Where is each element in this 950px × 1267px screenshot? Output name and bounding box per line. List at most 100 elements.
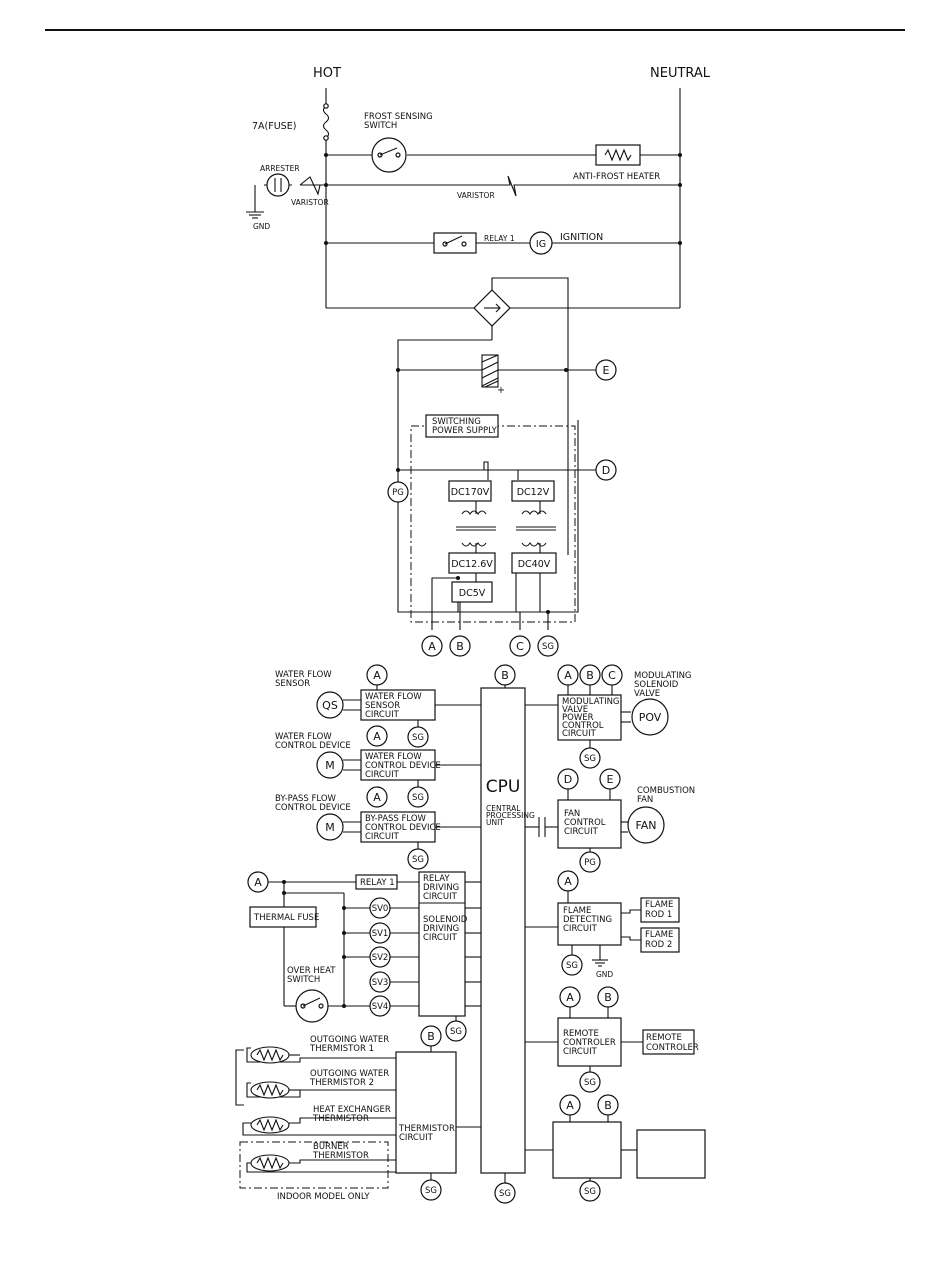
terminal-a xyxy=(421,635,443,657)
svg-text:FLAME: FLAME xyxy=(645,900,673,910)
relay-solenoid-wiring xyxy=(268,881,481,1021)
svg-text:VALVE: VALVE xyxy=(634,689,660,699)
svg-text:A: A xyxy=(566,991,574,1004)
frost-sensing-switch xyxy=(371,137,407,173)
flame-rod-2 xyxy=(640,927,680,953)
svg-text:SG: SG xyxy=(584,1078,596,1088)
water-flow-control-circuit xyxy=(360,749,436,781)
svg-text:CIRCUIT: CIRCUIT xyxy=(365,770,400,780)
svg-text:E: E xyxy=(603,364,610,377)
svg-text:SG: SG xyxy=(450,1027,462,1037)
terminal-sg xyxy=(561,954,583,976)
fuse-terminal xyxy=(323,135,329,141)
arrester xyxy=(266,173,290,197)
svg-text:WATER FLOW: WATER FLOW xyxy=(365,752,422,762)
terminal-pg xyxy=(579,851,601,873)
svg-text:A: A xyxy=(566,1099,574,1112)
svg-text:REMOTE: REMOTE xyxy=(563,1029,599,1039)
water-flow-motor xyxy=(316,751,344,779)
svg-text:BURNER: BURNER xyxy=(313,1142,349,1152)
svg-text:VALVE: VALVE xyxy=(562,705,588,715)
svg-text:C: C xyxy=(608,669,616,682)
water-flow-sensor-qs xyxy=(316,691,344,719)
bypass-flow-control-circuit xyxy=(360,811,436,843)
svg-text:DC40V: DC40V xyxy=(518,559,551,570)
thermistor-circuit xyxy=(395,1051,457,1174)
svg-text:RELAY: RELAY xyxy=(423,874,450,884)
indoor-model-only-boundary xyxy=(239,1141,389,1189)
svg-text:SOLENOID: SOLENOID xyxy=(423,915,468,925)
dc-supply-wiring xyxy=(398,461,596,630)
terminal-sg xyxy=(579,747,601,769)
fan-control-circuit xyxy=(557,799,622,849)
svg-text:HEAT EXCHANGER: HEAT EXCHANGER xyxy=(313,1105,391,1115)
svg-text:SG: SG xyxy=(425,1186,437,1196)
svg-text:SV1: SV1 xyxy=(372,929,389,939)
svg-text:DC12.6V: DC12.6V xyxy=(451,559,493,570)
terminal-sg xyxy=(579,1180,601,1202)
svg-text:THERMISTOR 2: THERMISTOR 2 xyxy=(309,1078,374,1088)
outgoing-thermistor-1-icon xyxy=(250,1046,290,1064)
solenoid-valve-sv3 xyxy=(369,971,391,993)
svg-text:POWER: POWER xyxy=(562,713,594,723)
water-flow-sensor-circuit xyxy=(360,689,436,721)
svg-text:B: B xyxy=(501,669,509,682)
terminal-sg xyxy=(420,1179,442,1201)
svg-text:PG: PG xyxy=(584,858,596,868)
svg-text:C: C xyxy=(516,640,524,653)
svg-text:D: D xyxy=(564,773,572,786)
svg-text:SV0: SV0 xyxy=(372,904,389,914)
solenoid-valve-sv4 xyxy=(369,995,391,1017)
svg-text:WATER FLOW: WATER FLOW xyxy=(365,692,422,702)
svg-text:FAN: FAN xyxy=(637,795,653,805)
svg-text:BY-PASS FLOW: BY-PASS FLOW xyxy=(275,794,337,804)
frost-switch-label: FROST SENSING xyxy=(364,112,433,122)
svg-text:E: E xyxy=(607,773,614,786)
rectifier-circuit xyxy=(326,277,680,613)
svg-text:SV3: SV3 xyxy=(372,978,389,988)
relay-1-contact xyxy=(433,232,477,254)
svg-text:WATER FLOW: WATER FLOW xyxy=(275,732,332,742)
terminal-c xyxy=(509,635,531,657)
svg-text:ROD 1: ROD 1 xyxy=(645,910,672,920)
svg-text:CONTROL DEVICE: CONTROL DEVICE xyxy=(365,823,441,833)
dc170v-box xyxy=(448,480,492,502)
ignition-label: IGNITION xyxy=(560,232,603,243)
svg-text:PROCESSING: PROCESSING xyxy=(486,811,535,820)
transformer-coil xyxy=(461,510,487,515)
cpu-label: CPU xyxy=(486,777,521,797)
terminal-sg xyxy=(445,1020,467,1042)
svg-text:D: D xyxy=(602,464,610,477)
svg-text:FLAME: FLAME xyxy=(563,906,591,916)
svg-text:CIRCUIT: CIRCUIT xyxy=(563,1047,598,1057)
svg-text:CONTROL DEVICE: CONTROL DEVICE xyxy=(275,741,351,751)
frost-switch-label: SWITCH xyxy=(364,121,397,131)
igniter-label: IG xyxy=(536,239,546,250)
svg-text:PG: PG xyxy=(392,488,404,498)
transformer-coil xyxy=(521,510,547,515)
arrester-label: ARRESTER xyxy=(260,164,300,173)
solenoid-valve-sv1 xyxy=(369,922,391,944)
svg-text:SG: SG xyxy=(412,855,424,865)
bridge-rectifier xyxy=(473,289,511,327)
terminal-sg xyxy=(407,786,429,808)
terminal-b xyxy=(449,635,471,657)
svg-text:UNIT: UNIT xyxy=(486,818,504,827)
terminal-pg xyxy=(387,481,409,503)
svg-text:A: A xyxy=(254,876,262,889)
remote-controller-circuit xyxy=(557,1017,622,1067)
svg-text:CIRCUIT: CIRCUIT xyxy=(563,924,598,934)
svg-text:OUTGOING WATER: OUTGOING WATER xyxy=(310,1069,389,1079)
svg-text:SENSOR: SENSOR xyxy=(365,701,400,711)
dc40v-box xyxy=(511,552,557,574)
unlabeled-module-block xyxy=(552,1121,622,1179)
gnd-left-label: GND xyxy=(253,222,270,231)
svg-text:POV: POV xyxy=(639,711,662,724)
solenoid-valve-sv0 xyxy=(369,897,391,919)
thermal-fuse xyxy=(249,906,317,928)
svg-text:SWITCH: SWITCH xyxy=(287,975,320,985)
smoothing-capacitor xyxy=(481,354,499,388)
svg-text:SG: SG xyxy=(542,642,554,652)
svg-text:M: M xyxy=(325,821,335,834)
heat-exchanger-thermistor-icon xyxy=(250,1116,290,1134)
